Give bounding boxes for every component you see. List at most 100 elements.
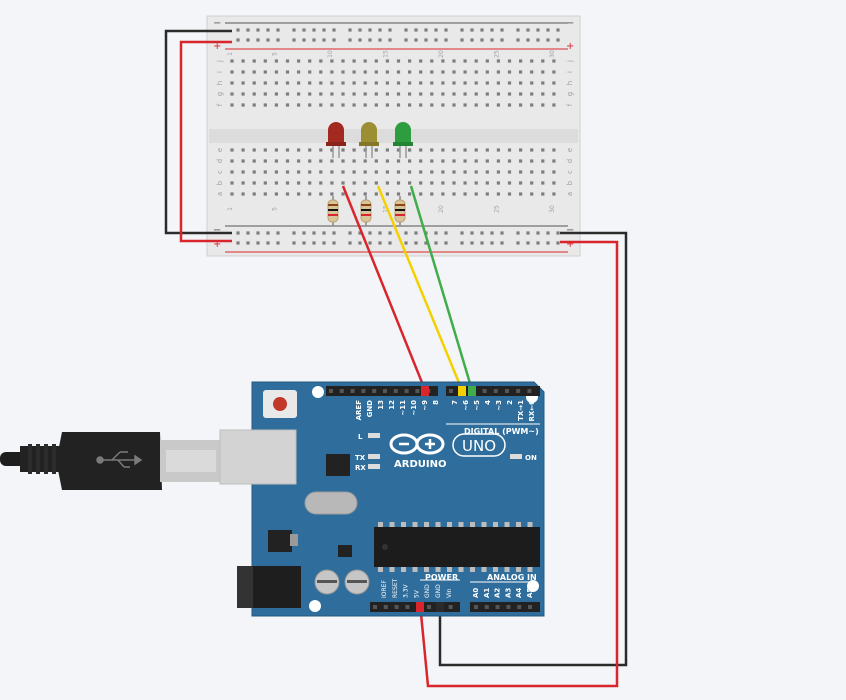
breadboard-hole[interactable] [319,59,323,63]
header-pin[interactable] [393,389,398,393]
rail-hole[interactable] [322,241,326,245]
rail-hole[interactable] [546,231,550,235]
rail-hole[interactable] [536,28,540,32]
rail-hole[interactable] [500,38,504,42]
breadboard-hole[interactable] [408,59,412,63]
breadboard-hole[interactable] [241,59,245,63]
breadboard-hole[interactable] [297,159,301,163]
rail-hole[interactable] [312,241,316,245]
breadboard-hole[interactable] [230,159,234,163]
header-pin[interactable] [449,389,453,393]
breadboard-hole[interactable] [385,159,389,163]
header-pin[interactable] [404,389,409,393]
rail-hole[interactable] [556,28,560,32]
breadboard-hole[interactable] [385,81,389,85]
yellow-signal-wire[interactable] [376,185,464,391]
breadboard-hole[interactable] [463,181,467,185]
breadboard-hole[interactable] [341,92,345,96]
rail-hole[interactable] [368,241,372,245]
breadboard-hole[interactable] [363,92,367,96]
rail-hole[interactable] [414,231,418,235]
breadboard-hole[interactable] [552,159,556,163]
header-pin[interactable] [372,389,377,393]
breadboard-hole[interactable] [485,159,489,163]
breadboard-hole[interactable] [485,103,489,107]
rail-hole[interactable] [444,38,448,42]
rail-hole[interactable] [358,38,362,42]
rail-hole[interactable] [434,28,438,32]
black-wire-left[interactable] [164,29,232,235]
breadboard-hole[interactable] [463,170,467,174]
rail-hole[interactable] [444,241,448,245]
rail-hole[interactable] [434,231,438,235]
breadboard-hole[interactable] [263,159,267,163]
rail-hole[interactable] [556,241,560,245]
breadboard-hole[interactable] [507,92,512,96]
breadboard-hole[interactable] [530,170,534,174]
rail-hole[interactable] [516,38,520,42]
breadboard-hole[interactable] [363,59,367,63]
breadboard-hole[interactable] [396,192,401,196]
breadboard-hole[interactable] [308,92,312,96]
breadboard-hole[interactable] [241,92,245,96]
analog-header[interactable] [470,602,540,612]
rail-hole[interactable] [556,231,560,235]
breadboard-hole[interactable] [419,81,423,85]
rail-hole[interactable] [526,231,530,235]
breadboard-hole[interactable] [474,170,478,174]
breadboard-hole[interactable] [530,148,534,152]
breadboard-hole[interactable] [308,103,312,107]
breadboard-hole[interactable] [463,103,467,107]
header-pin[interactable] [350,389,355,393]
breadboard-hole[interactable] [385,92,389,96]
breadboard-hole[interactable] [230,170,234,174]
breadboard-hole[interactable] [297,181,301,185]
breadboard-hole[interactable] [485,92,489,96]
breadboard-hole[interactable] [430,192,434,196]
breadboard-hole[interactable] [419,192,423,196]
breadboard-hole[interactable] [485,148,489,152]
rail-hole[interactable] [276,38,280,42]
rail-hole[interactable] [404,38,408,42]
header-pin[interactable] [361,389,366,393]
breadboard-hole[interactable] [319,148,323,152]
breadboard-hole[interactable] [274,148,278,152]
rail-hole[interactable] [546,38,550,42]
breadboard-hole[interactable] [374,192,378,196]
breadboard-hole[interactable] [319,159,323,163]
breadboard-hole[interactable] [552,70,556,74]
breadboard-hole[interactable] [463,70,467,74]
breadboard-hole[interactable] [330,170,334,174]
breadboard-hole[interactable] [474,70,478,74]
breadboard-hole[interactable] [552,192,556,196]
rail-hole[interactable] [236,231,240,235]
breadboard-hole[interactable] [430,81,434,85]
breadboard-hole[interactable] [408,81,412,85]
breadboard-hole[interactable] [474,159,478,163]
breadboard-hole[interactable] [441,81,445,85]
rail-hole[interactable] [266,28,270,32]
breadboard-hole[interactable] [408,92,412,96]
breadboard-hole[interactable] [263,170,267,174]
breadboard-hole[interactable] [485,170,489,174]
breadboard-hole[interactable] [452,81,456,85]
breadboard-hole[interactable] [263,181,267,185]
rail-hole[interactable] [444,231,448,235]
breadboard-hole[interactable] [463,148,467,152]
breadboard-hole[interactable] [230,81,234,85]
breadboard-hole[interactable] [230,70,234,74]
breadboard-hole[interactable] [430,181,434,185]
rail-hole[interactable] [536,231,540,235]
rail-hole[interactable] [378,38,382,42]
resistor-3[interactable] [394,196,406,226]
breadboard-hole[interactable] [297,170,301,174]
breadboard-hole[interactable] [241,159,245,163]
breadboard-hole[interactable] [297,81,301,85]
breadboard-hole[interactable] [352,159,356,163]
header-pin[interactable] [506,605,511,609]
breadboard-hole[interactable] [374,170,378,174]
rail-hole[interactable] [516,231,520,235]
rail-hole[interactable] [388,28,392,32]
breadboard-hole[interactable] [419,70,423,74]
